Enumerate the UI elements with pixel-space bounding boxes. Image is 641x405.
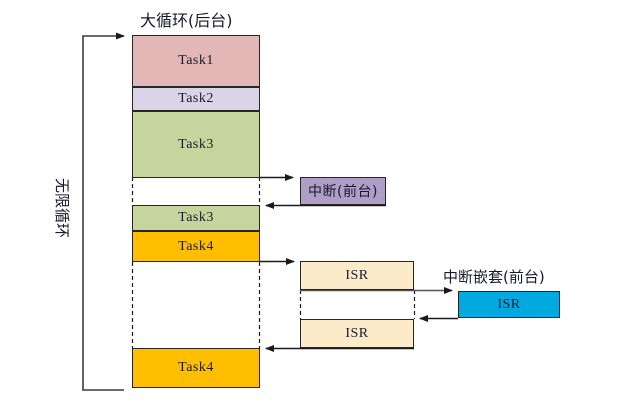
box-task3-first: Task3 [132, 111, 260, 178]
box-task3-second: Task3 [132, 205, 260, 231]
label-infinite-loop: 无限循环 [53, 178, 71, 239]
box-task4-first: Task4 [132, 231, 260, 262]
box-isr-second: ISR [300, 319, 414, 348]
title-main-loop: 大循环(后台) [140, 11, 233, 30]
dashed-guides [131, 177, 416, 349]
box-isr-first: ISR [300, 261, 414, 290]
box-interrupt-foreground: 中断(前台) [300, 177, 386, 205]
box-task4-second: Task4 [132, 348, 260, 388]
infinite-loop-bracket [82, 32, 125, 391]
box-task1: Task1 [132, 35, 260, 87]
box-isr-nested: ISR [458, 291, 560, 318]
label-nested-interrupt: 中断嵌套(前台) [443, 268, 545, 286]
box-task2: Task2 [132, 87, 260, 111]
